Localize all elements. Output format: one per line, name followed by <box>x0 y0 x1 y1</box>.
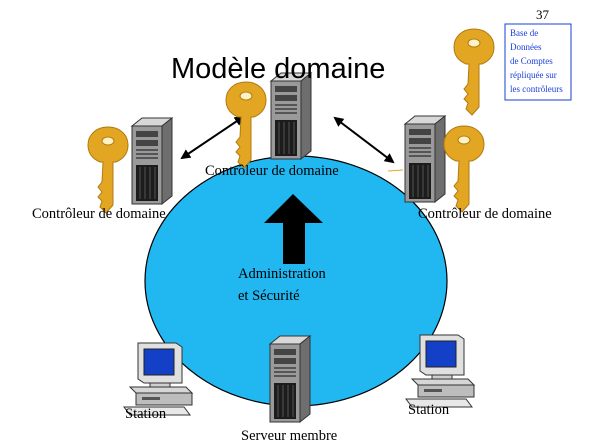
station-label-right: Station <box>408 402 450 418</box>
center-label-line1: Administration <box>238 266 327 282</box>
center-label-line2: et Sécurité <box>238 288 300 304</box>
server-tower-icon <box>131 117 173 205</box>
note-line: répliquée sur <box>510 70 557 80</box>
controller-label-left: Contrôleur de domaine <box>32 206 166 222</box>
desktop-computer-icon <box>123 342 193 416</box>
server-tower-icon <box>270 72 312 160</box>
station-label-left: Station <box>125 406 167 422</box>
slide-title: Modèle domaine <box>171 53 385 85</box>
note-line: Données <box>510 42 542 52</box>
administration-arrow-icon <box>264 194 323 264</box>
leader-line <box>387 169 404 172</box>
controller-label-top: Contrôleur de domaine <box>205 163 339 179</box>
note-box <box>504 23 572 101</box>
key-icon <box>453 28 495 116</box>
member-server-label: Serveur membre <box>241 428 337 443</box>
replication-arrow-left-icon <box>180 115 245 160</box>
note-line: de Comptes <box>510 56 553 66</box>
server-tower-icon <box>269 335 311 423</box>
replication-arrow-right-icon <box>333 116 395 164</box>
controller-label-right: Contrôleur de domaine <box>418 206 552 222</box>
note-line: Base de <box>510 28 538 38</box>
key-icon <box>443 125 485 213</box>
page-number: 37 <box>536 7 550 22</box>
note-line: les contrôleurs <box>510 84 563 94</box>
key-icon <box>87 126 129 214</box>
server-tower-icon <box>404 115 446 203</box>
